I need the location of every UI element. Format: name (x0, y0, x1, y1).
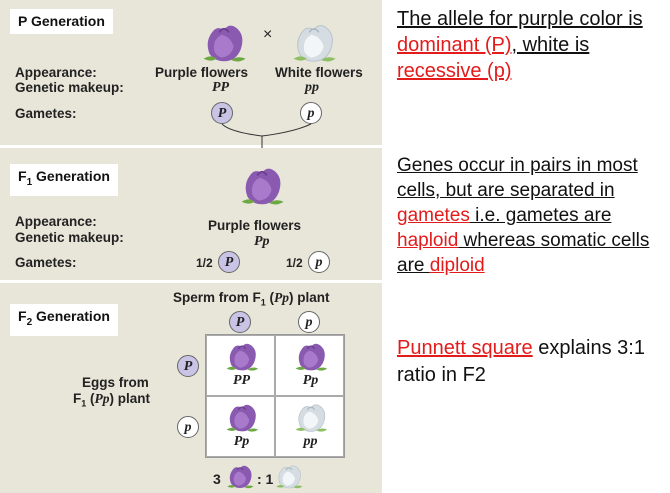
eggs-label-line2: F1 (Pp) plant (73, 391, 151, 409)
half-fraction: 1/2 (196, 256, 213, 270)
gametes-label: Gametes: (15, 255, 77, 270)
purple-flower-icon (224, 399, 260, 435)
appearance-label: Appearance: (15, 65, 97, 80)
egg-gamete-recessive: p (177, 416, 199, 438)
gametes-label: Gametes: (15, 106, 77, 121)
purple-flower-icon (224, 338, 260, 374)
purple-appearance: Purple flowers (155, 65, 249, 80)
white-flower-icon (274, 461, 304, 491)
f1-generation-panel: F1 Generation Appearance: Genetic makeup… (0, 148, 382, 280)
dominance-note: The allele for purple color is dominant … (397, 8, 643, 82)
haploid-diploid-note: Genes occur in pairs in most cells, but … (397, 155, 650, 276)
white-appearance: White flowers (275, 65, 363, 80)
genetic-makeup-label: Genetic makeup: (15, 230, 124, 245)
eggs-label-line1: Eggs from (82, 375, 149, 390)
f1-genotype: Pp (254, 234, 270, 249)
f1-gamete-recessive: p (308, 251, 330, 273)
p-generation-label: P Generation (10, 9, 113, 34)
ratio-recessive-count: : 1 (257, 471, 274, 487)
punnett-cell: Pp (275, 335, 344, 396)
white-genotype: pp (305, 80, 319, 95)
genetic-makeup-label: Genetic makeup: (15, 80, 124, 95)
f2-generation-label: F2 Generation (10, 304, 118, 336)
p-gamete-dominant: P (211, 102, 233, 124)
sperm-gamete-recessive: p (298, 311, 320, 333)
sperm-label: Sperm from F1 (Pp) plant (173, 290, 330, 308)
p-generation-panel: P Generation × Appearance: Genetic makeu… (0, 0, 382, 145)
cross-symbol: × (263, 26, 273, 43)
f1-gamete-dominant: P (218, 251, 240, 273)
punnett-cell: Pp (206, 396, 275, 457)
ratio-dominant-count: 3 (213, 471, 221, 487)
cell-genotype: Pp (233, 434, 250, 449)
punnett-note: Punnett square explains 3:1 ratio in F2 (397, 337, 645, 386)
f2-generation-panel: F2 Generation Sperm from F1 (Pp) plant P… (0, 283, 382, 493)
gamete-fusion-lines (221, 123, 312, 145)
cell-genotype: Pp (302, 373, 319, 388)
egg-gamete-dominant: P (177, 355, 199, 377)
half-fraction: 1/2 (286, 256, 303, 270)
purple-genotype: PP (212, 80, 230, 95)
f1-appearance: Purple flowers (208, 218, 302, 233)
punnett-square: PP Pp Pp pp (205, 334, 345, 458)
p-gamete-recessive: p (300, 102, 322, 124)
cell-genotype: PP (232, 373, 251, 388)
punnett-cell: pp (275, 396, 344, 457)
cell-genotype: pp (303, 434, 318, 449)
white-flower-icon (293, 399, 329, 435)
purple-flower-icon (238, 161, 286, 209)
sperm-gamete-dominant: P (229, 311, 251, 333)
appearance-label: Appearance: (15, 214, 97, 229)
punnett-cell: PP (206, 335, 275, 396)
purple-flower-icon (293, 338, 329, 374)
purple-flower-icon (225, 461, 255, 491)
f1-generation-label: F1 Generation (10, 164, 118, 196)
